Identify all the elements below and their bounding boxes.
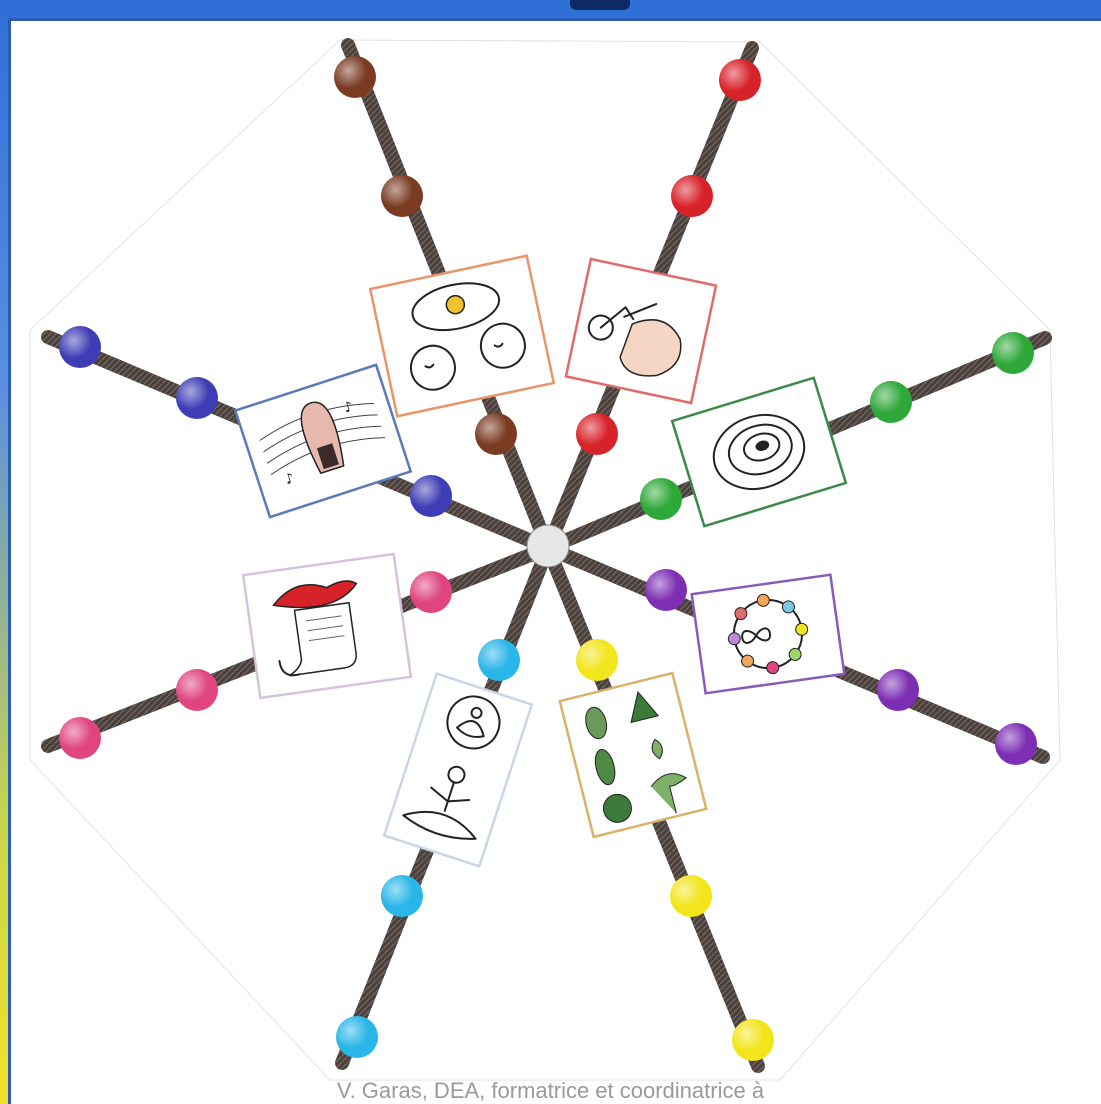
bead-highlight bbox=[719, 59, 761, 101]
bead-highlight bbox=[995, 723, 1037, 765]
bead-highlight bbox=[732, 1019, 774, 1061]
bead-highlight bbox=[478, 639, 520, 681]
card-pink bbox=[241, 552, 413, 700]
card-cyan bbox=[382, 672, 534, 868]
music-tongue-icon: ♪ ♪ bbox=[259, 399, 386, 488]
bead-highlight bbox=[576, 413, 618, 455]
meditation-icon bbox=[402, 695, 501, 840]
bead-highlight bbox=[336, 1016, 378, 1058]
card-green bbox=[670, 376, 848, 528]
lightbulb-dialogue-icon bbox=[409, 282, 526, 391]
cards: ♪ ♪ bbox=[233, 254, 848, 868]
bead-highlight bbox=[475, 413, 517, 455]
beads bbox=[59, 56, 1037, 1061]
card-red bbox=[564, 257, 718, 405]
credit-footer: V. Garas, DEA, formatrice et coordinatri… bbox=[336, 1078, 765, 1103]
hand-drawing-icon bbox=[587, 302, 682, 377]
card-blue: ♪ ♪ bbox=[233, 363, 413, 519]
mouth-scroll-icon bbox=[272, 580, 358, 677]
bead-highlight bbox=[877, 669, 919, 711]
bead-highlight bbox=[176, 377, 218, 419]
bead-highlight bbox=[671, 175, 713, 217]
infinity-circle-icon bbox=[727, 593, 809, 675]
bead-highlight bbox=[59, 326, 101, 368]
bead-highlight bbox=[410, 475, 452, 517]
trees-chart-icon bbox=[585, 690, 687, 823]
bead-highlight bbox=[410, 571, 452, 613]
bead-highlight bbox=[381, 875, 423, 917]
bead-highlight bbox=[645, 569, 687, 611]
title-fragment bbox=[570, 0, 630, 10]
card-brown bbox=[368, 254, 556, 418]
card-purple bbox=[690, 573, 846, 695]
card-yellow bbox=[558, 671, 708, 839]
center-bead bbox=[526, 524, 570, 568]
bead-highlight bbox=[992, 332, 1034, 374]
bead-highlight bbox=[576, 639, 618, 681]
spiral-eye-icon bbox=[712, 414, 806, 490]
bead-highlight bbox=[381, 175, 423, 217]
bead-highlight bbox=[334, 56, 376, 98]
bead-highlight bbox=[670, 875, 712, 917]
bead-highlight bbox=[59, 717, 101, 759]
bead-highlight bbox=[176, 669, 218, 711]
bead-highlight bbox=[870, 381, 912, 423]
bead-highlight bbox=[640, 478, 682, 520]
